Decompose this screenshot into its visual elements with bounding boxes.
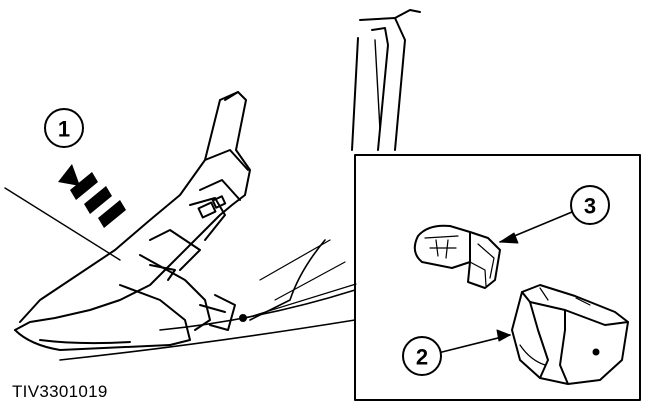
trim-panel [59, 9, 421, 361]
detail-inset-box [354, 154, 641, 401]
callout-3: 3 [570, 185, 610, 225]
lamp-assembly [14, 91, 251, 351]
callout-2-number: 2 [416, 345, 428, 370]
callout-2-arrowhead [496, 329, 511, 342]
figure-id-label: TIV3301019 [12, 382, 108, 401]
inset-leader-line [245, 283, 357, 319]
callout-3-number: 3 [584, 194, 596, 219]
pull-direction-arrow [58, 164, 126, 228]
floor-line [4, 187, 121, 261]
wedge-bulb [413, 224, 501, 289]
callout-2: 2 [402, 336, 442, 376]
callout-1-number: 1 [58, 117, 70, 142]
callout-3-arrowhead [499, 232, 519, 244]
callout-1: 1 [44, 108, 84, 148]
leader-dot [239, 314, 247, 322]
socket-housing [511, 284, 629, 385]
